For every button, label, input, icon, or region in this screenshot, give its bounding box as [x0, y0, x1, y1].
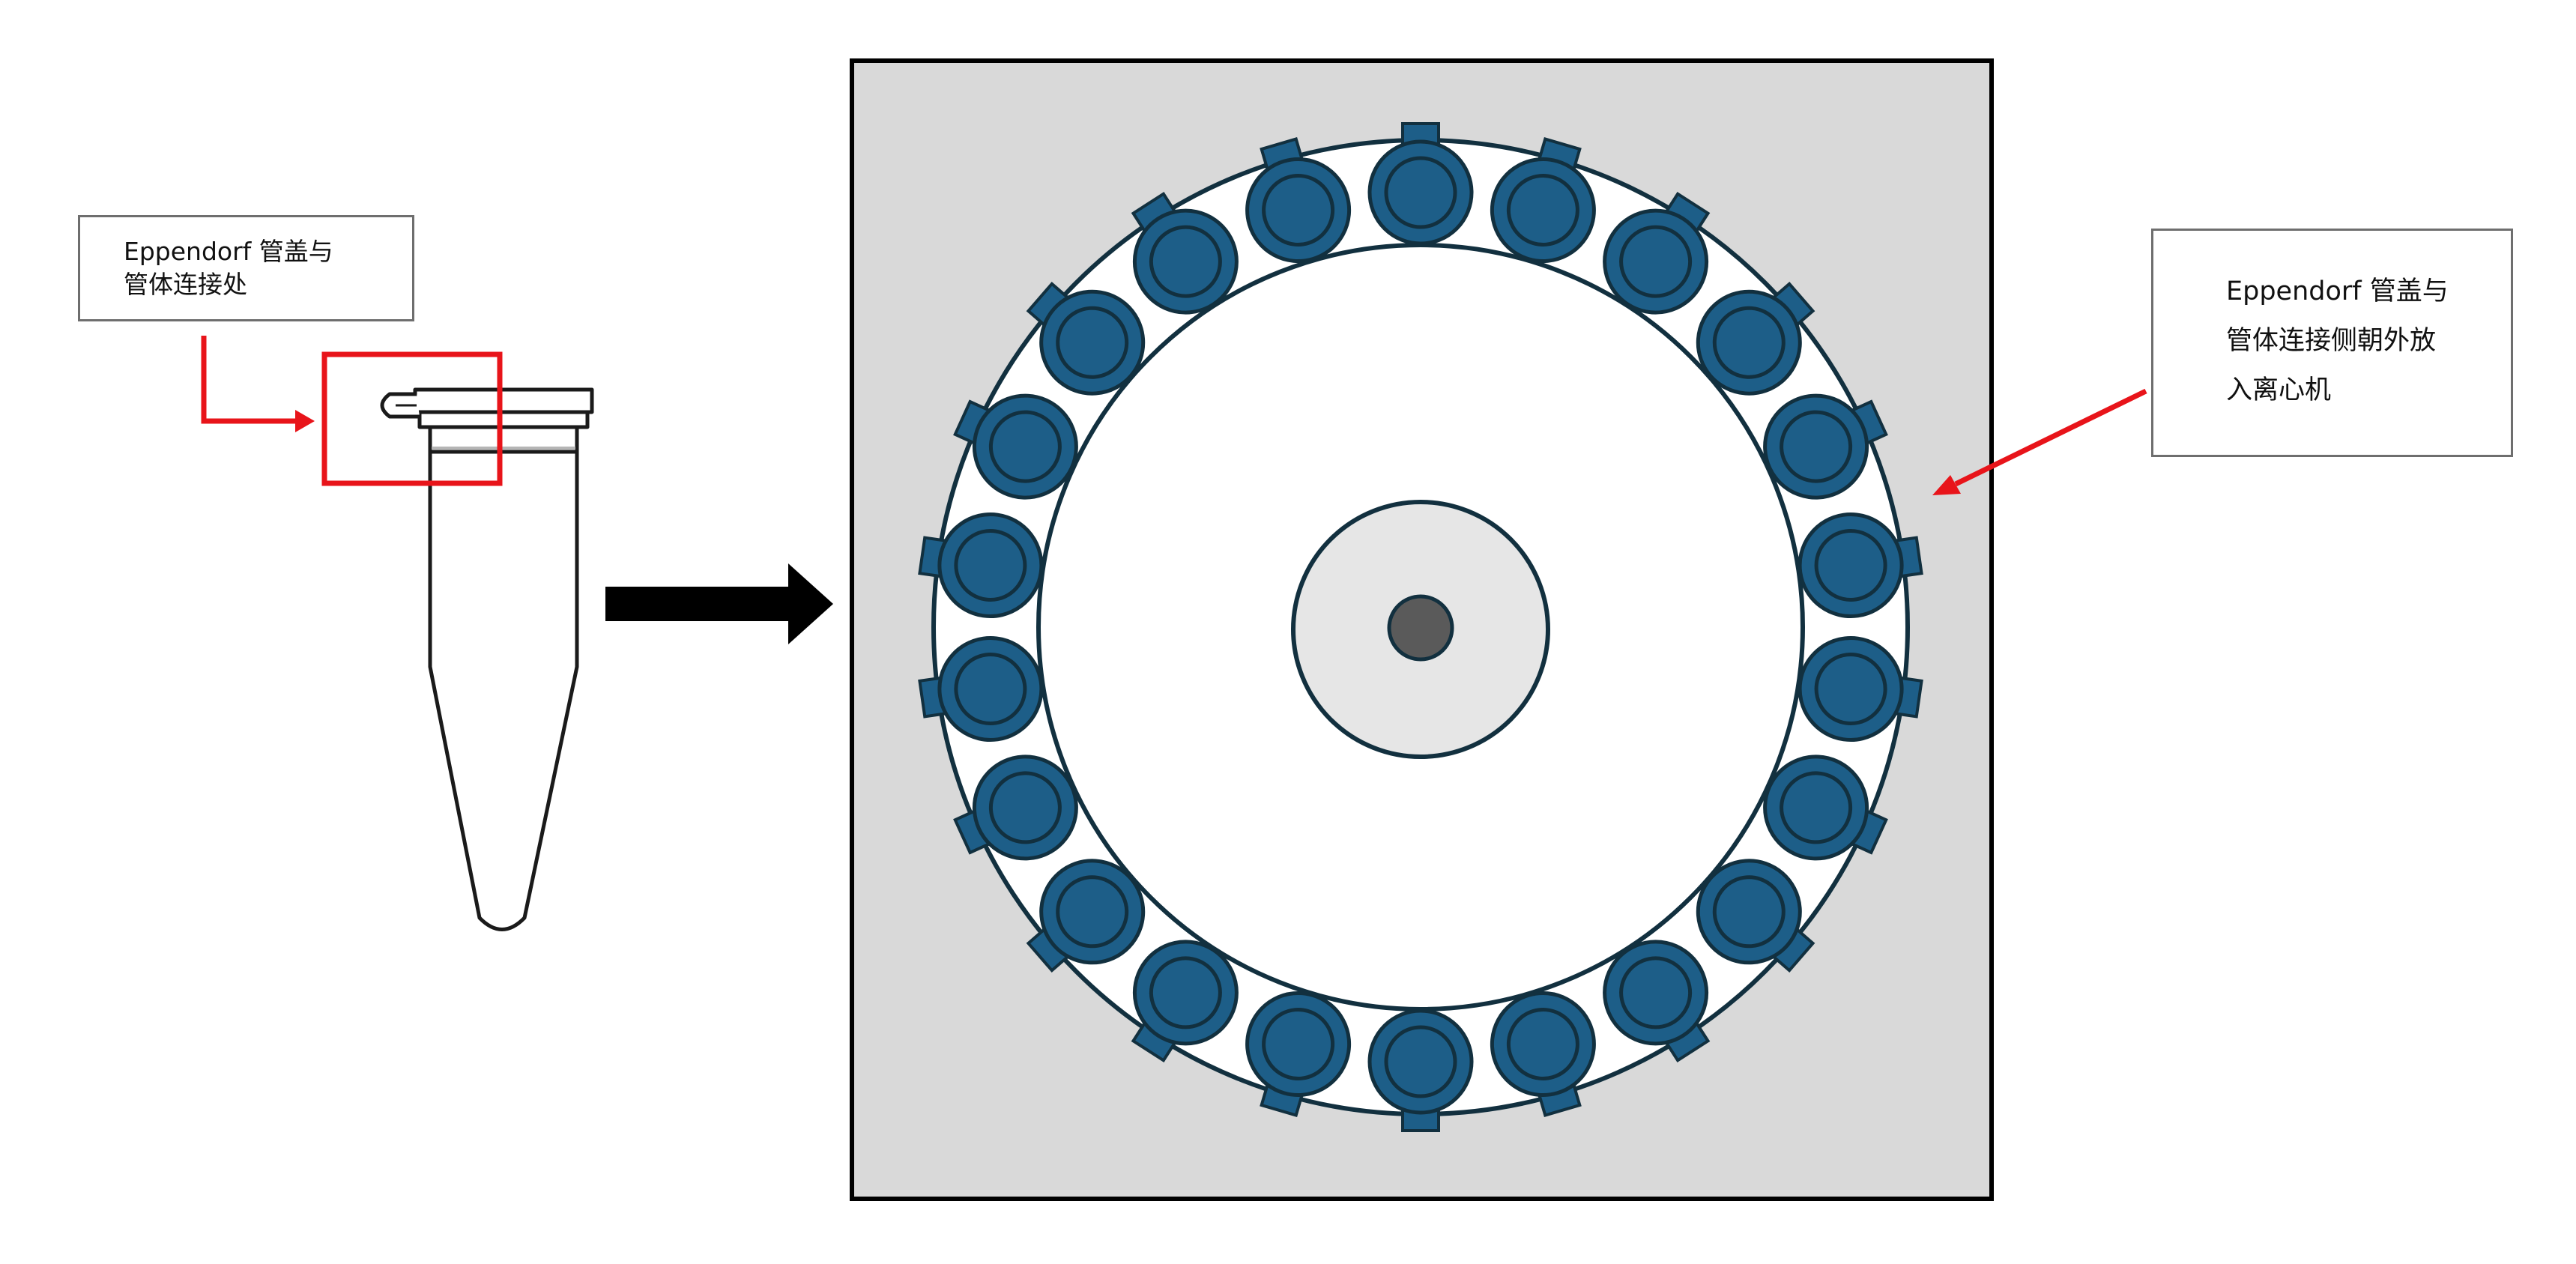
tube-cap-inner: [954, 529, 1027, 602]
tube-cap-inner: [1814, 653, 1887, 725]
tube-cap-inner: [1056, 875, 1129, 949]
direction-arrow: [605, 563, 833, 644]
pointer-line-right: [1954, 388, 2147, 487]
tube-cap-inner: [1262, 1008, 1335, 1080]
orientation-label-line-2: 管体连接侧朝外放: [2226, 326, 2437, 356]
tube-cap-inner: [1384, 156, 1457, 229]
tube-cap-inner: [1780, 410, 1853, 483]
rotor-tube: [953, 755, 1078, 861]
orientation-label-line-1: Eppendorf 管盖与: [2226, 276, 2449, 306]
rotor-tube: [1763, 393, 1888, 500]
tube-cap-inner: [1506, 174, 1579, 247]
rotor-tube: [1245, 136, 1352, 263]
orientation-label: Eppendorf 管盖与 管体连接侧朝外放 入离心机: [2151, 229, 2513, 457]
tube-cap-inner: [1619, 225, 1693, 298]
rotor-tube: [1798, 512, 1923, 618]
rotor-tube: [1490, 136, 1596, 263]
rotor-tube: [1490, 991, 1596, 1118]
tube-cap-inner: [1814, 529, 1887, 602]
rotor-tube: [1026, 281, 1146, 396]
tube-cap-inner: [1712, 875, 1786, 949]
tube-cap-inner: [1506, 1008, 1579, 1080]
rotor-tube: [918, 636, 1044, 742]
pointer-arrowhead-right: [1932, 475, 1961, 495]
tube-cap-inner: [988, 771, 1062, 844]
rotor-tube: [1131, 191, 1239, 315]
tube-rim: [417, 410, 590, 429]
tube-cap-inner: [1619, 956, 1693, 1029]
rotor-tube: [1026, 859, 1146, 973]
eppendorf-tube: [380, 387, 594, 931]
tube-cap-inner: [1149, 225, 1222, 298]
rotor-tube: [1245, 991, 1352, 1118]
tube-cap-inner: [988, 410, 1062, 483]
rotor-tube: [1603, 191, 1711, 315]
rotor-tube: [953, 393, 1078, 500]
tube-cap: [413, 387, 594, 414]
tube-cap-inner: [1056, 306, 1129, 379]
rotor-tube: [918, 512, 1044, 618]
rotor-tube: [1763, 755, 1888, 861]
pointer-line-left: [201, 336, 301, 424]
rotor-tube: [1696, 859, 1815, 973]
tube-body: [428, 427, 579, 931]
rotor-tube: [1696, 281, 1815, 396]
orientation-label-line-3: 入离心机: [2226, 375, 2332, 405]
hinge-label-line-2: 管体连接处: [124, 270, 247, 299]
rotor-tube-slots: [918, 122, 1923, 1132]
tube-cap-inner: [1384, 1025, 1457, 1098]
rotor-tube: [1367, 122, 1474, 246]
tube-cap-inner: [1780, 771, 1853, 844]
tube-cap-inner: [954, 653, 1027, 725]
hinge-label-line-1: Eppendorf 管盖与: [124, 237, 333, 266]
tube-cap-inner: [1149, 956, 1222, 1029]
rotor-tube: [1603, 940, 1711, 1063]
pointer-arrowhead-left: [295, 410, 315, 432]
rotor-tube: [1367, 1009, 1474, 1132]
tube-cap-inner: [1712, 306, 1786, 379]
tube-cap-inner: [1262, 174, 1335, 247]
rotor-tube: [1798, 636, 1923, 742]
hinge-highlight-box: [321, 351, 503, 486]
hinge-label: Eppendorf 管盖与 管体连接处: [78, 215, 414, 321]
rotor-tube: [1131, 940, 1239, 1063]
rotor-spindle: [1387, 594, 1454, 662]
